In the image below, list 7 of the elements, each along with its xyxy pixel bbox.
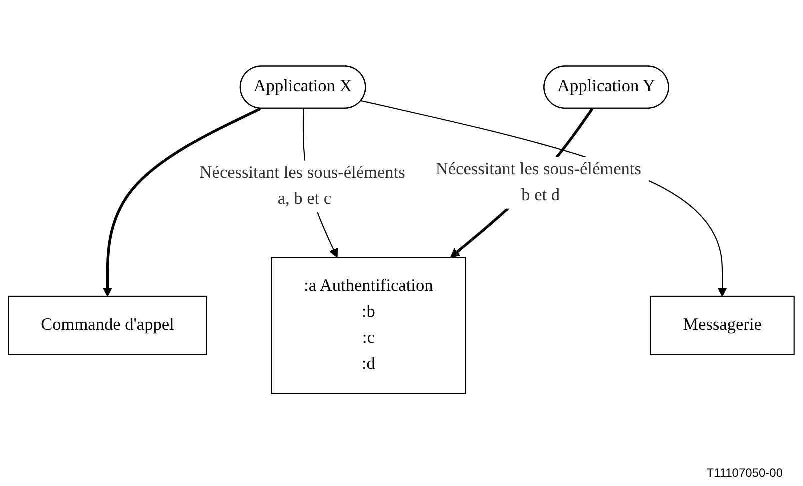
arrow [102, 108, 262, 297]
edge-label: Nécessitant les sous-éléments a, b et c [200, 164, 406, 208]
node-box: :a Authentification :b :c :d [271, 257, 466, 394]
figure-code: T11107050-00 [706, 466, 783, 480]
node-box: Commande d'appel [8, 296, 208, 356]
node-box: Messagerie [650, 296, 795, 356]
edge-label: Nécessitant les sous-éléments b et d [436, 160, 642, 205]
